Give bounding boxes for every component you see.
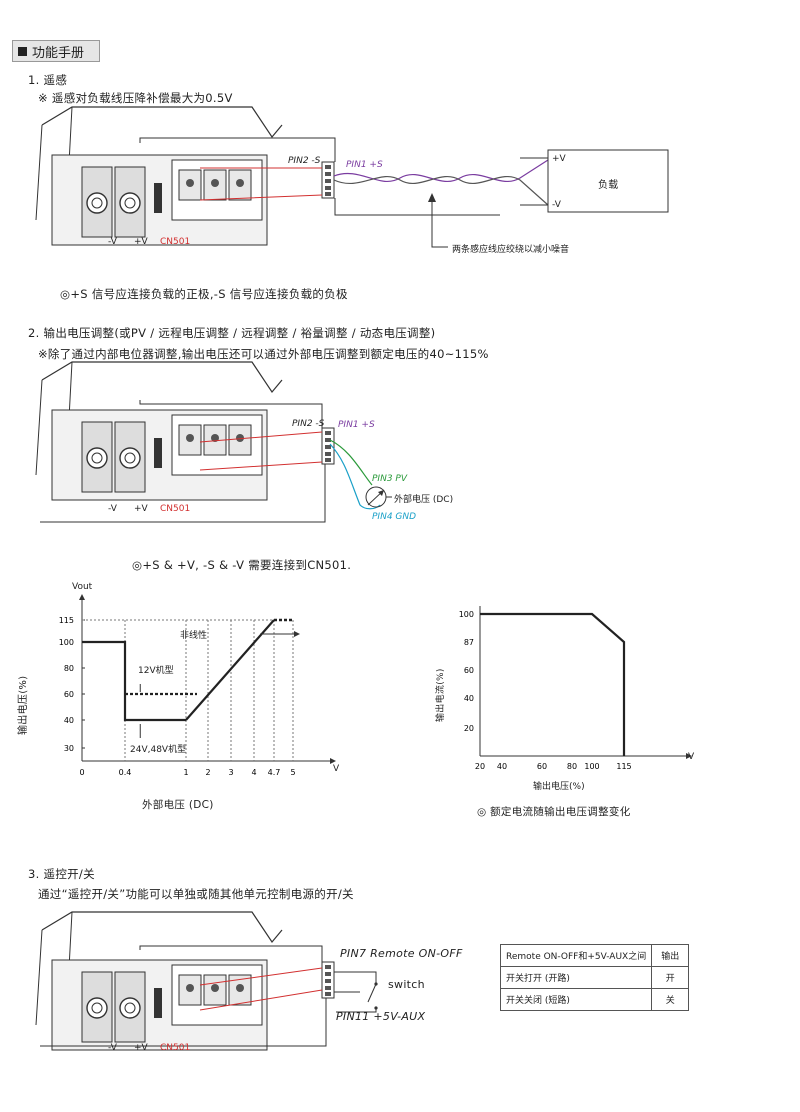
s2-term-vplus: +V	[134, 504, 148, 514]
y-tick-label: 40	[64, 716, 74, 725]
x-tick-label: 5	[290, 768, 295, 777]
y-tick-label: 60	[464, 666, 474, 675]
s1-pin1-label: PIN1 +S	[346, 160, 383, 170]
x-tick-label: 40	[497, 762, 507, 771]
y-tick-label: 115	[59, 616, 74, 625]
section-title: 功能手册	[32, 45, 85, 61]
table-row: 开关关闭 (短路) 关	[499, 988, 690, 1011]
current-chart: 20 40 60 80 100 115 100 87 60 40 20	[459, 606, 692, 771]
c1-x-unit: V	[333, 764, 340, 774]
s2-term-vminus: -V	[108, 504, 117, 514]
x-tick-label: 4.7	[268, 768, 281, 777]
s1-twist-note: 两条感应线应绞绕以减小噪音	[452, 245, 570, 255]
table-row: 开关打开 (开路) 开	[499, 966, 690, 989]
s2-pin1-label: PIN1 +S	[338, 420, 375, 430]
s1-term-vplus: +V	[134, 237, 148, 247]
y-axis-arrow	[79, 594, 85, 600]
x-axis-arrow	[330, 758, 336, 764]
y-tick-label: 30	[64, 744, 74, 753]
s3-term-vplus: +V	[134, 1043, 148, 1053]
c1-nonlinear-label: 非线性	[180, 631, 208, 641]
table-cell: 开关关闭 (短路)	[499, 988, 653, 1011]
x-tick-label: 80	[567, 762, 577, 771]
s1-term-vminus: -V	[108, 237, 117, 247]
s1-footnote: ◎+S 信号应连接负载的正极,-S 信号应连接负载的负极	[60, 287, 348, 301]
s3-pin7-label: PIN7 Remote ON-OFF	[340, 947, 463, 960]
s3-switch-label: switch	[388, 978, 425, 991]
c1-24v-label: 24V,48V机型	[130, 745, 187, 755]
c2-x-unit: V	[688, 752, 695, 762]
x-tick-label: 60	[537, 762, 547, 771]
s3-pin11-label: PIN11 +5V-AUX	[336, 1010, 426, 1023]
table-cell: 开	[651, 966, 690, 989]
x-tick-label: 1	[183, 768, 188, 777]
y-tick-label: 100	[59, 638, 74, 647]
s1-cn501: CN501	[160, 237, 191, 247]
s3-note: 通过“遥控开/关”功能可以单独或随其他单元控制电源的开/关	[38, 887, 354, 901]
y-tick-label: 100	[459, 610, 474, 619]
s1-note: ※ 遥感对负载线压降补偿最大为0.5V	[38, 91, 233, 105]
x-tick-label: 0.4	[119, 768, 132, 777]
c1-ylabel: 输出电压(%)	[18, 675, 29, 735]
s2-cn501: CN501	[160, 504, 191, 514]
s3-cn501: CN501	[160, 1043, 191, 1053]
table-cell: 开关打开 (开路)	[499, 966, 653, 989]
x-tick-label: 100	[584, 762, 599, 771]
nonlinear-arrow	[294, 631, 300, 637]
s2-footnote: ◎+S & +V, -S & -V 需要连接到CN501.	[132, 558, 352, 572]
s3-term-vminus: -V	[108, 1043, 117, 1053]
s2-note: ※除了通过内部电位器调整,输出电压还可以通过外部电压调整到额定电压的40~115…	[38, 347, 489, 361]
s1-vminus-label: -V	[552, 200, 561, 210]
c2-caption: ◎ 额定电流随输出电压调整变化	[477, 806, 631, 818]
x-tick-label: 0	[79, 768, 84, 777]
table-cell: 关	[651, 988, 690, 1011]
s2-pin3-label: PIN3 PV	[372, 474, 407, 484]
table-header-cell: 输出	[651, 944, 690, 967]
square-bullet-icon	[18, 46, 27, 56]
y-tick-label: 87	[464, 638, 474, 647]
c1-ytitle: Vout	[72, 582, 93, 592]
x-tick-label: 3	[228, 768, 233, 777]
table-header-cell: Remote ON-OFF和+5V-AUX之间	[499, 944, 653, 967]
s2-ext-voltage: 外部电压 (DC)	[394, 495, 454, 505]
y-tick-label: 80	[64, 664, 74, 673]
x-tick-label: 2	[205, 768, 210, 777]
s1-load-label: 负载	[598, 180, 619, 191]
c2-xlabel: 输出电压(%)	[533, 782, 585, 792]
table-row: Remote ON-OFF和+5V-AUX之间 输出	[499, 944, 690, 967]
s1-pin2-label: PIN2 -S	[288, 156, 321, 166]
x-tick-label: 115	[616, 762, 631, 771]
s1-heading: 1. 遥感	[28, 73, 68, 87]
s2-pin2-label: PIN2 -S	[292, 419, 325, 429]
y-tick-label: 40	[464, 694, 474, 703]
c1-xlabel: 外部电压 (DC)	[142, 799, 214, 811]
x-tick-label: 4	[251, 768, 256, 777]
y-tick-label: 20	[464, 724, 474, 733]
x-axis-arrow	[686, 753, 692, 759]
vout-chart: 0 0.4 1 2 3 4 4.7 5 115 100 80 60 40 30	[59, 594, 336, 777]
x-tick-label: 20	[475, 762, 485, 771]
s3-heading: 3. 遥控开/关	[28, 867, 95, 881]
s1-vplus-label: +V	[552, 154, 566, 164]
section-header: 功能手册	[12, 40, 100, 62]
c2-ylabel: 输出电流(%)	[436, 668, 446, 722]
c1-12v-label: 12V机型	[138, 666, 174, 676]
y-tick-label: 60	[64, 690, 74, 699]
current-derating-line	[480, 612, 626, 756]
series-24v-line	[82, 640, 186, 722]
s2-heading: 2. 输出电压调整(或PV / 远程电压调整 / 远程调整 / 裕量调整 / 动…	[28, 326, 436, 340]
series-slope-line	[185, 619, 275, 721]
s2-pin4-label: PIN4 GND	[372, 512, 417, 522]
remote-logic-table: Remote ON-OFF和+5V-AUX之间 输出 开关打开 (开路) 开 开…	[499, 944, 690, 1011]
